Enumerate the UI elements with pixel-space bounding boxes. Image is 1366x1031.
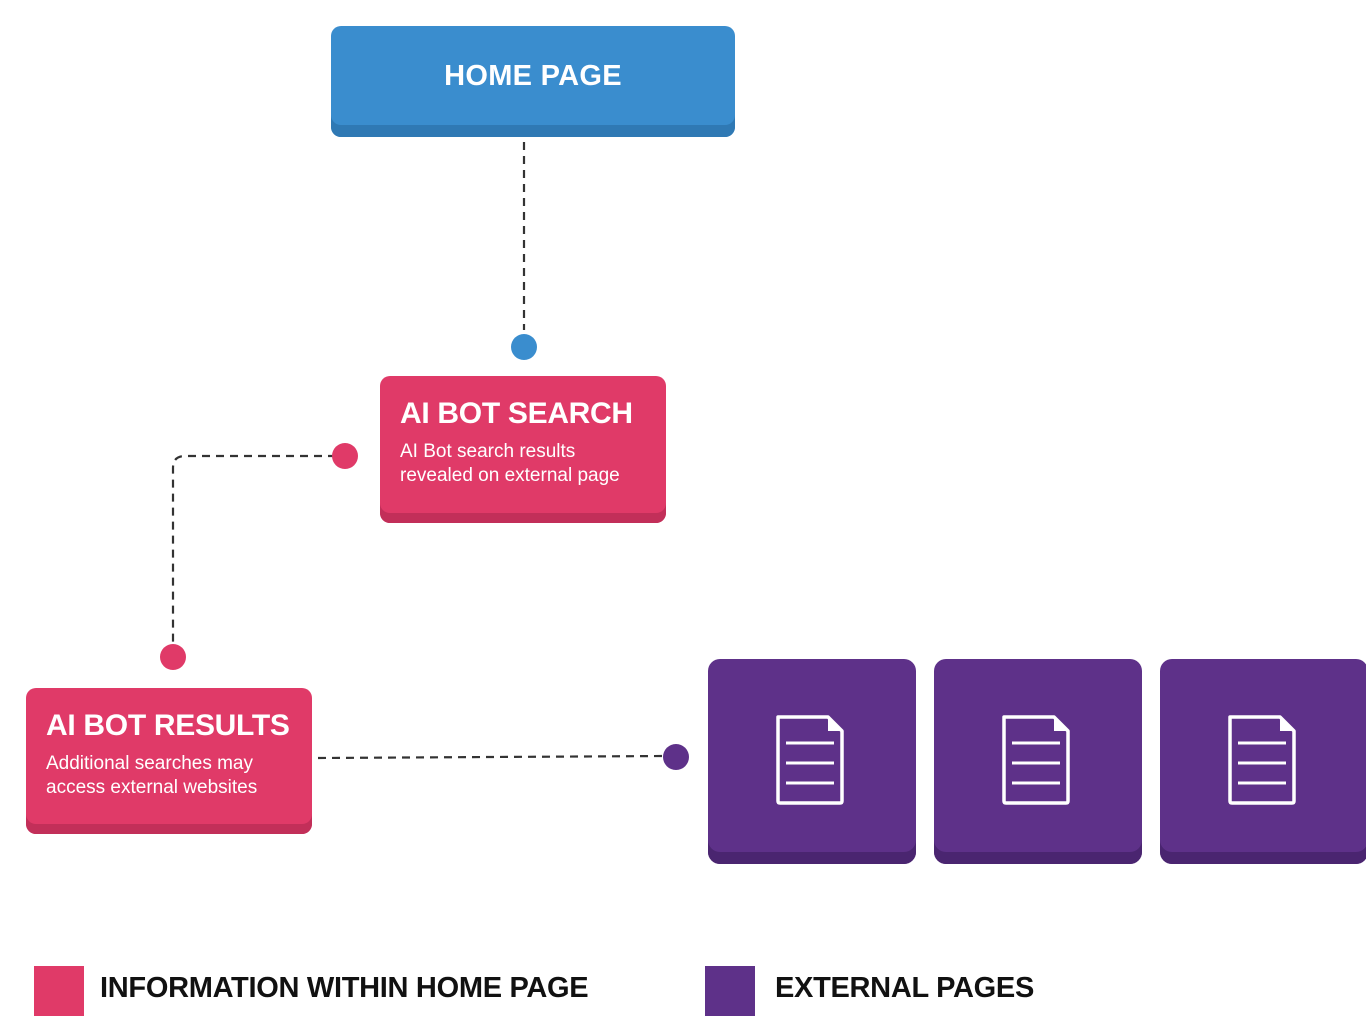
connector-dot-home [511,334,537,360]
ai-bot-results-node[interactable]: AI BOT RESULTS Additional searches may a… [26,688,312,834]
connector-results-to-external [317,754,668,760]
document-icon [776,715,844,805]
connector-dot-results [160,644,186,670]
ai-bot-search-title: AI BOT SEARCH [400,397,633,430]
connector-dot-search [332,443,358,469]
external-page-node-3[interactable] [1160,659,1366,864]
ai-bot-search-description: AI Bot search results revealed on extern… [400,441,620,486]
document-icon [1228,715,1296,805]
ai-bot-results-description: Additional searches may access external … [46,753,258,798]
document-icon [1002,715,1070,805]
ai-bot-results-title: AI BOT RESULTS [46,709,290,742]
legend-swatch-external [705,966,755,1016]
connector-search-to-results [171,454,336,645]
legend-label-external: EXTERNAL PAGES [775,972,1034,1004]
external-page-node-2[interactable] [934,659,1142,864]
home-page-title: HOME PAGE [444,60,622,92]
connector-dot-external [663,744,689,770]
legend-swatch-internal [34,966,84,1016]
legend-label-internal: INFORMATION WITHIN HOME PAGE [100,972,589,1004]
external-page-node-1[interactable] [708,659,916,864]
home-page-node[interactable]: HOME PAGE [331,26,735,137]
ai-bot-search-node[interactable]: AI BOT SEARCH AI Bot search results reve… [380,376,666,523]
